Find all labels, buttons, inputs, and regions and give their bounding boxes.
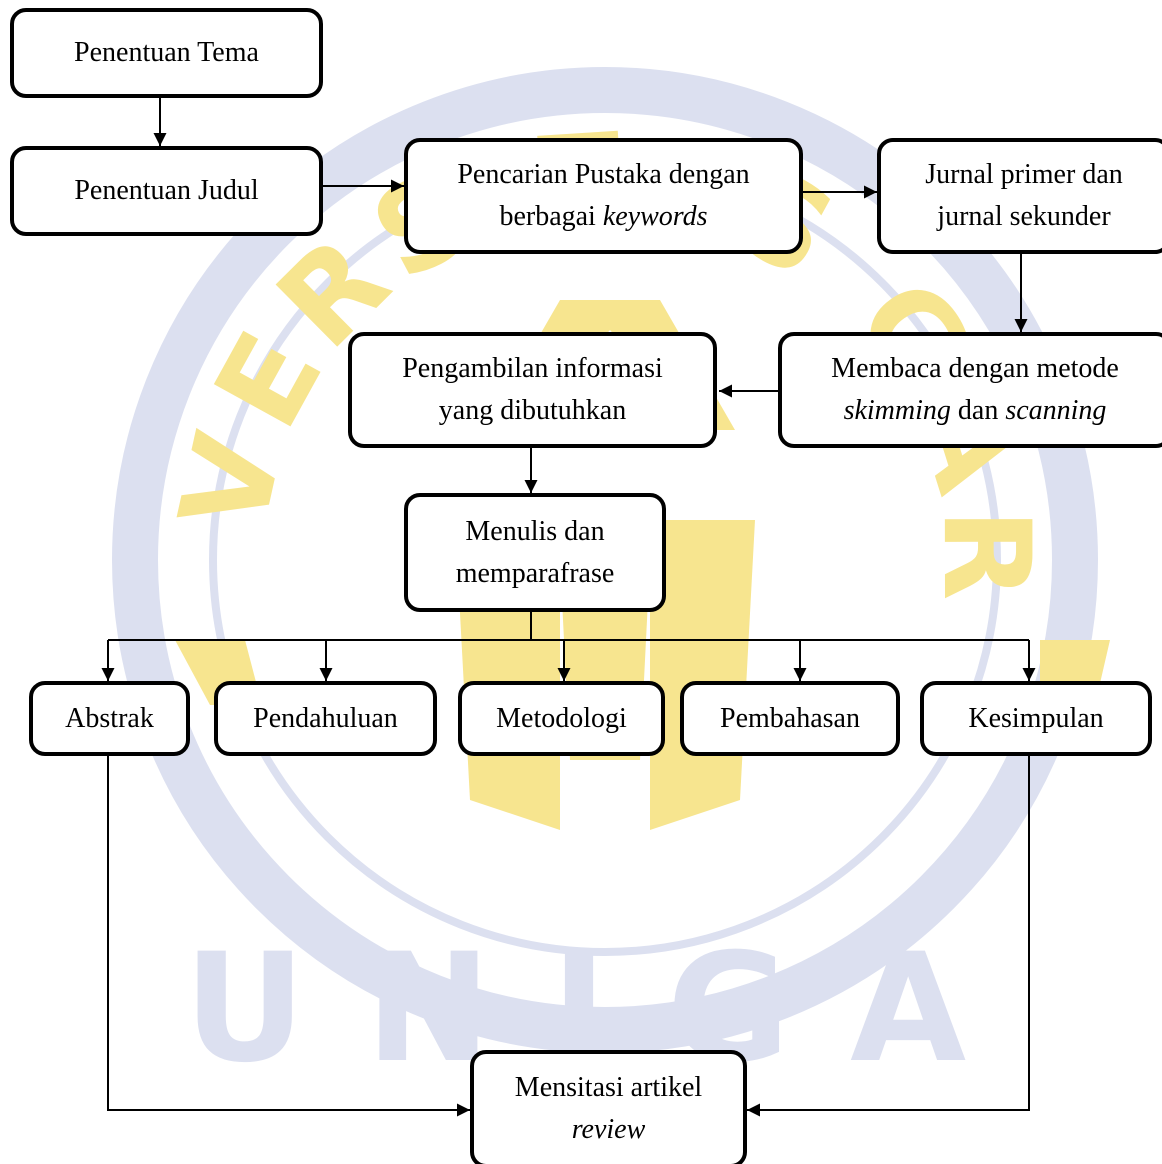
node-label-line1: Jurnal primer dan bbox=[925, 159, 1123, 190]
node-label: Metodologi bbox=[496, 702, 627, 734]
node-label-line1: Membaca dengan metode bbox=[831, 353, 1119, 384]
node-abstrak: Abstrak bbox=[29, 681, 190, 756]
node-label-line2: review bbox=[572, 1109, 646, 1151]
node-jurnal: Jurnal primer dan jurnal sekunder bbox=[877, 138, 1162, 254]
node-label: Penentuan Judul bbox=[74, 175, 259, 206]
node-label-line1: Menulis dan bbox=[465, 515, 605, 547]
node-label-line1: Mensitasi artikel bbox=[514, 1072, 703, 1103]
node-membaca: Membaca dengan metode skimming dan scann… bbox=[778, 332, 1162, 448]
node-label-line1: Pencarian Pustaka dengan bbox=[457, 159, 750, 190]
node-penentuan-tema: Penentuan Tema bbox=[10, 8, 323, 98]
node-pencarian-pustaka: Pencarian Pustaka dengan berbagai keywor… bbox=[404, 138, 803, 254]
node-label-line2: yang dibutuhkan bbox=[438, 395, 627, 426]
seal-outer-ring bbox=[112, 67, 1098, 1053]
node-menulis: Menulis dan memparafrase bbox=[404, 493, 666, 612]
keywords-emphasis: keywords bbox=[602, 201, 708, 232]
node-label-line2: berbagai keywords bbox=[499, 201, 708, 232]
node-pendahuluan: Pendahuluan bbox=[214, 681, 437, 756]
arrow-abstrak-to-mensitasi bbox=[107, 756, 470, 1117]
node-kesimpulan: Kesimpulan bbox=[920, 681, 1152, 756]
node-label: Kesimpulan bbox=[968, 702, 1104, 734]
node-label-line2: memparafrase bbox=[455, 557, 615, 589]
node-penentuan-judul: Penentuan Judul bbox=[10, 146, 323, 236]
node-label: Penentuan Tema bbox=[74, 37, 259, 68]
node-pembahasan: Pembahasan bbox=[680, 681, 900, 756]
node-label-line2: skimming dan scanning bbox=[843, 395, 1107, 426]
node-label-line1: Pengambilan informasi bbox=[402, 353, 663, 384]
arrow-kesimpulan-to-mensitasi bbox=[747, 756, 1030, 1117]
node-label: Pembahasan bbox=[720, 702, 860, 734]
node-mensitasi: Mensitasi artikel review bbox=[470, 1050, 747, 1164]
node-metodologi: Metodologi bbox=[458, 681, 665, 756]
node-label: Pendahuluan bbox=[253, 702, 398, 734]
node-pengambilan-informasi: Pengambilan informasi yang dibutuhkan bbox=[348, 332, 717, 448]
node-label: Abstrak bbox=[65, 702, 154, 734]
review-emphasis: review bbox=[571, 1114, 646, 1145]
node-label-line2: jurnal sekunder bbox=[937, 201, 1111, 232]
